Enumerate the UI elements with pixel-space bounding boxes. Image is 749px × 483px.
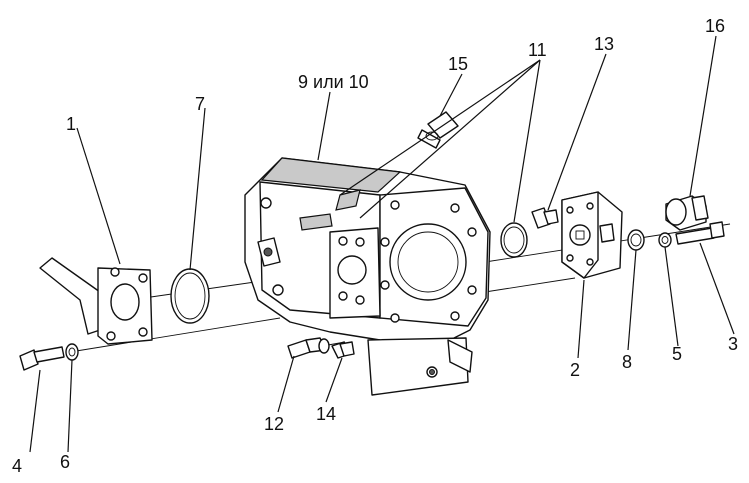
leader-lines (29, 35, 735, 453)
fitting-part-15 (417, 111, 459, 149)
washer-part-6 (65, 343, 79, 361)
label-part-15: 15 (448, 54, 468, 74)
bolt-part-4 (19, 346, 65, 371)
label-part-6: 6 (60, 452, 70, 472)
fitting-part-12 (287, 337, 330, 359)
union-fitting-part-16 (665, 195, 709, 231)
pump-housing-part-9-10 (244, 157, 491, 396)
label-part-14: 14 (316, 404, 336, 424)
bolt-part-3 (675, 221, 725, 245)
label-part-13: 13 (594, 34, 614, 54)
label-part-16: 16 (705, 16, 725, 36)
washer-part-5 (658, 232, 672, 248)
label-part-5: 5 (672, 344, 682, 364)
label-part-2: 2 (570, 360, 580, 380)
label-part-7: 7 (195, 94, 205, 114)
callout-labels: 1 7 9 или 10 15 11 13 16 4 6 2 8 5 3 12 … (12, 16, 738, 476)
label-part-3: 3 (728, 334, 738, 354)
label-part-4: 4 (12, 456, 22, 476)
pipe-flange-part-1 (39, 257, 153, 345)
nipple-part-13 (531, 207, 559, 229)
flange-block-part-2 (561, 191, 623, 279)
o-ring-part-11 (500, 222, 528, 258)
label-part-1: 1 (66, 114, 76, 134)
o-ring-part-7 (170, 268, 210, 324)
label-part-12: 12 (264, 414, 284, 434)
fitting-part-14 (331, 341, 355, 359)
label-part-8: 8 (622, 352, 632, 372)
label-part-9-or-10: 9 или 10 (298, 72, 369, 92)
ring-part-8 (627, 229, 645, 251)
label-part-11: 11 (528, 40, 547, 60)
